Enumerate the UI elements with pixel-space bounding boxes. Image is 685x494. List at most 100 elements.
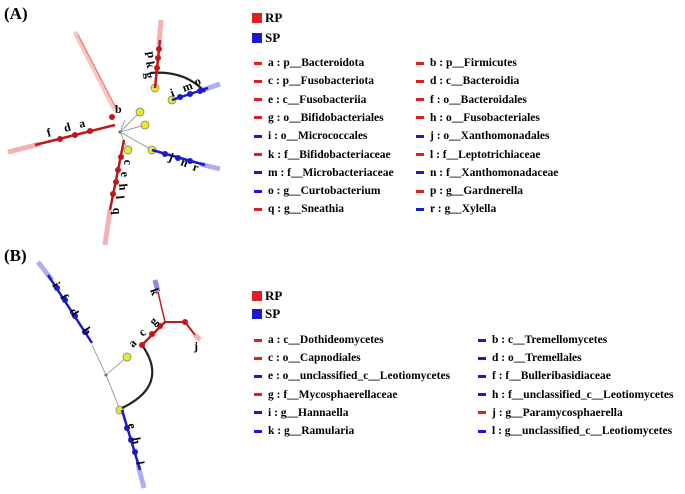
taxon-label: c : p__Fusobacteriota <box>268 75 375 88</box>
taxon-label: h : o__Fusobacteriales <box>430 111 540 124</box>
legend-key-label: SP <box>265 30 281 45</box>
taxon-entry: k : f__Bifidobacteriaceae <box>254 149 391 161</box>
taxon-label: e : c__Fusobacteriia <box>268 93 367 106</box>
node-letter: j <box>166 149 175 164</box>
hub-node <box>140 120 150 130</box>
panel-b-label: (B) <box>4 246 27 265</box>
taxon-label: g : o__Bifidobacteriales <box>268 111 384 124</box>
node-letter: c <box>135 325 149 339</box>
taxon-entry: k : g__Ramularia <box>254 425 354 437</box>
taxon-label: n : f__Xanthomonadaceae <box>430 166 559 179</box>
taxon-label: j : o__Xanthomonadales <box>430 130 550 143</box>
taxon-entry: h : f__unclassified_c__Leotiomycetes <box>478 389 673 401</box>
taxon-color-dash <box>254 356 262 360</box>
taxon-entry: n : f__Xanthomonadaceae <box>416 167 558 179</box>
taxon-entry: b : p__Firmicutes <box>416 57 517 69</box>
legend-key-label: RP <box>265 10 283 25</box>
taxon-label: o : g__Curtobacterium <box>268 185 381 198</box>
taxon-color-dash <box>254 116 262 120</box>
taxon-label: q : g__Sneathia <box>268 203 345 216</box>
taxon-label: m : f__Microbacteriaceae <box>268 166 394 179</box>
legend-key-label: RP <box>265 288 283 303</box>
taxon-color-dash <box>254 411 262 415</box>
taxon-label: l : g__unclassified_c__Leotiomycetes <box>492 425 673 437</box>
legend-key-sp-b: SP <box>252 306 280 322</box>
taxon-label: p : g__Gardnerella <box>430 185 524 198</box>
taxon-entry: q : g__Sneathia <box>254 203 344 215</box>
node-letter: h <box>116 183 131 191</box>
taxon-entry: a : p__Bacteroidota <box>254 57 364 69</box>
hub-node <box>135 107 145 117</box>
taxon-color-dash <box>478 356 486 360</box>
node-letter: f <box>57 292 72 303</box>
taxon-color-dash <box>416 134 424 138</box>
taxon-color-dash <box>416 79 424 83</box>
taxon-entry: o : g__Curtobacterium <box>254 185 380 197</box>
taxon-color-dash <box>416 153 424 156</box>
taxon-entry: j : o__Xanthomonadales <box>416 130 549 142</box>
node-letters-b: i f d b a c g j k e h l <box>49 280 198 467</box>
panel-a-label: (A) <box>4 4 28 23</box>
taxon-color-dash <box>254 207 262 211</box>
taxon-color-dash <box>254 189 262 193</box>
hub-node <box>122 352 132 362</box>
taxon-entry: f : o__Bacteroidales <box>416 94 527 106</box>
taxon-entry: f : f__Bulleribasidiaceae <box>478 370 611 382</box>
legend-swatch <box>252 291 262 301</box>
node-letter: f <box>45 125 53 140</box>
taxon-label: a : c__Dothideomycetes <box>268 334 384 346</box>
node-letter: c <box>121 159 135 166</box>
node-letter: e <box>118 171 132 178</box>
taxon-entry: a : c__Dothideomycetes <box>254 334 384 346</box>
taxon-label: h : f__unclassified_c__Leotiomycetes <box>492 388 674 401</box>
taxon-entry: g : f__Mycosphaerellaceae <box>254 389 397 401</box>
taxon-entry: b : c__Tremellomycetes <box>478 334 607 346</box>
node-letter: m <box>180 78 194 95</box>
taxon-label: i : o__Micrococcales <box>268 130 368 143</box>
taxon-entry: e : c__Fusobacteriia <box>254 94 366 106</box>
taxon-label: f : f__Bulleribasidiaceae <box>492 370 611 383</box>
node-letters-a: p k g o m i b a d f j n r c e h l q <box>45 50 203 215</box>
taxon-label: i : g__Hannaella <box>268 406 349 419</box>
taxon-entry: i : o__Micrococcales <box>254 130 367 142</box>
taxon-label: l : f__Leptotrichiaceae <box>430 148 541 161</box>
taxon-entry: g : o__Bifidobacteriales <box>254 112 384 124</box>
taxon-entry: j : g__Paramycosphaerella <box>478 407 623 419</box>
taxon-entry: l : g__unclassified_c__Leotiomycetes <box>478 425 672 437</box>
node-letter: l <box>133 460 147 466</box>
taxon-color-dash <box>254 393 262 397</box>
node-letter: h <box>129 436 144 445</box>
taxon-label: b : p__Firmicutes <box>430 57 517 69</box>
taxon-color-dash <box>254 374 262 378</box>
cladogram-a <box>7 19 221 246</box>
taxon-label: d : o__Tremellales <box>492 352 582 365</box>
legend-swatch <box>252 309 262 319</box>
taxon-label: g : f__Mycosphaerellaceae <box>268 388 398 401</box>
taxon-color-dash <box>416 207 424 211</box>
node-letter: i <box>168 85 177 100</box>
taxon-label: f : o__Bacteroidales <box>430 93 527 106</box>
taxon-label: j : g__Paramycosphaerella <box>492 406 623 419</box>
taxon-entry: c : o__Capnodiales <box>254 352 361 364</box>
taxon-entry: e : o__unclassified_c__Leotiomycetes <box>254 370 450 382</box>
taxon-color-dash <box>254 98 262 102</box>
node-letter: n <box>179 155 190 171</box>
node-letter: a <box>77 116 86 131</box>
taxon-entry: h : o__Fusobacteriales <box>416 112 540 124</box>
legend-key-sp-a: SP <box>252 30 280 46</box>
node-letter: d <box>62 120 72 135</box>
legend-key-label: SP <box>265 306 281 321</box>
legend-swatch <box>252 33 262 43</box>
taxon-entry: c : p__Fusobacteriota <box>254 75 374 87</box>
taxon-color-dash <box>254 61 262 65</box>
node-letter: i <box>49 280 63 290</box>
taxon-label: c : o__Capnodiales <box>268 352 361 365</box>
node-letter: p <box>144 50 159 59</box>
node-letter: k <box>143 60 158 69</box>
taxon-color-dash <box>478 338 486 342</box>
taxon-color-dash <box>254 134 262 138</box>
taxon-color-dash <box>478 374 486 378</box>
taxon-color-dash <box>478 411 486 415</box>
taxon-label: r : g__Xylella <box>430 203 497 216</box>
